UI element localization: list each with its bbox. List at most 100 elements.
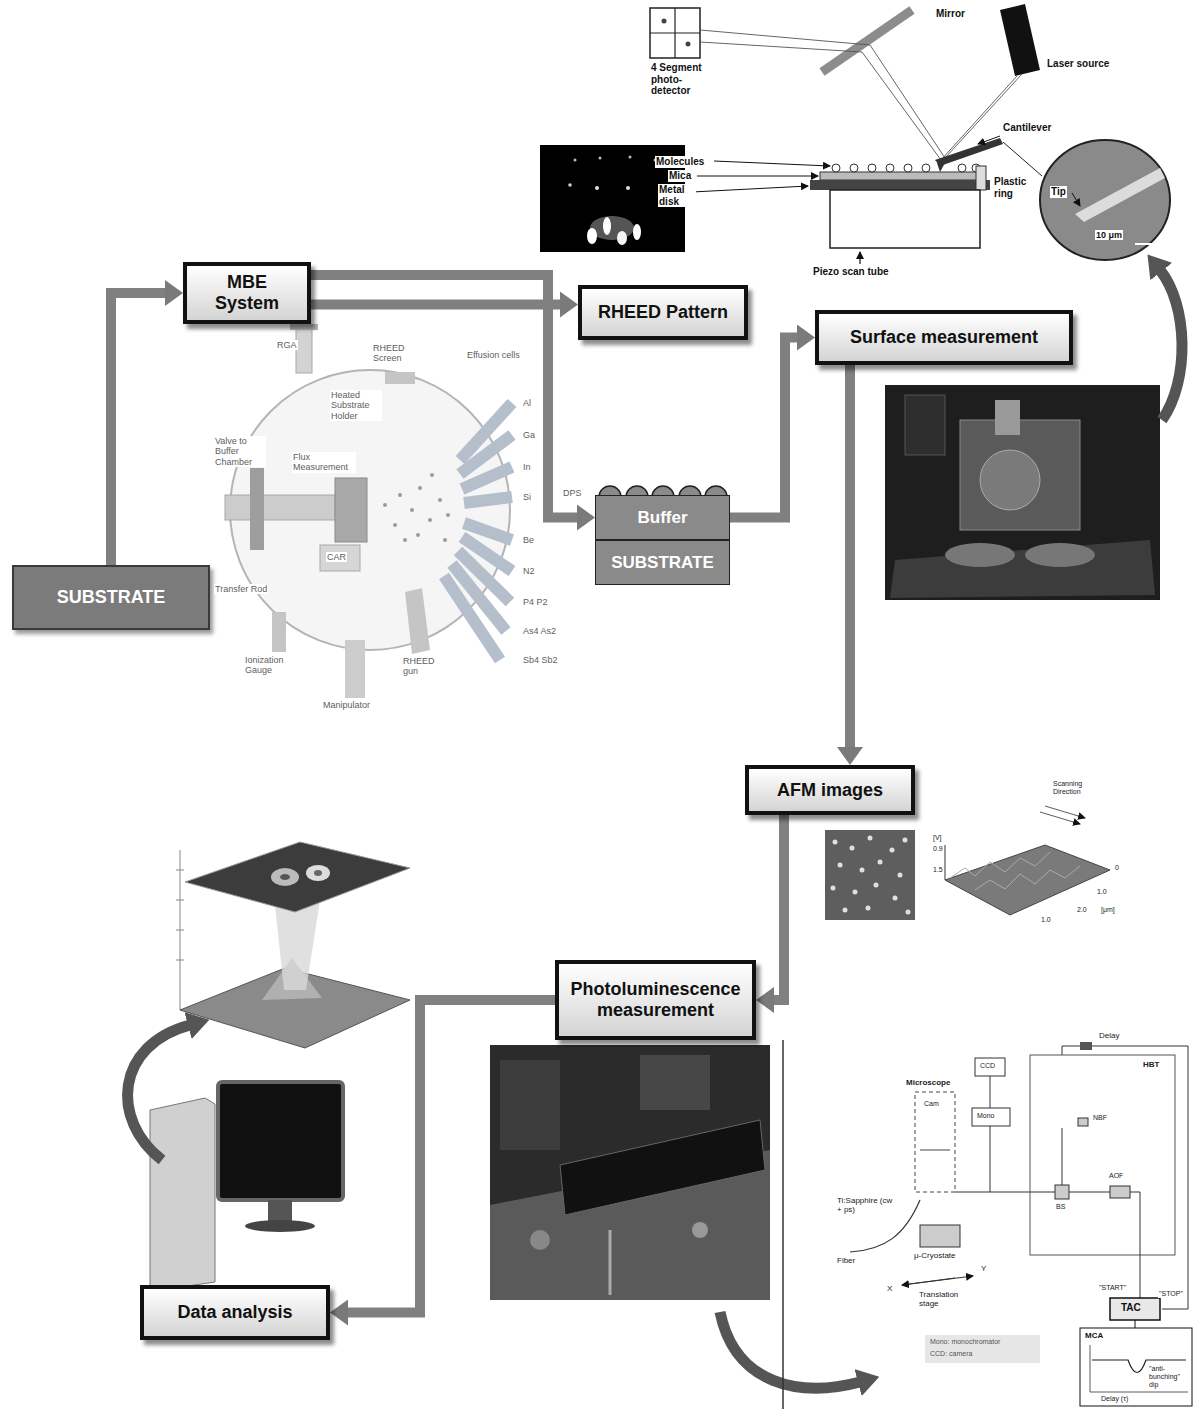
annotation-label: Microscope [905,1078,951,1087]
mbe-chamber [403,538,407,542]
afm-schematic [686,42,691,47]
hbt-setup-schematic [972,1108,1010,1126]
pl-photo [490,1045,770,1300]
node-title: Buffer [637,508,687,528]
annotation-label: TAC [1120,1302,1142,1314]
afm-image-2d [838,863,843,868]
annotation-label: P4 P2 [522,597,549,607]
afm-schematic [822,10,912,72]
afm-surface-plot [945,806,1110,915]
afm-image-2d [825,830,915,920]
annotation-label: Flux Measurement [292,452,356,473]
annotation-label: 0 [1114,864,1120,872]
hbt-setup-schematic [955,1192,1055,1193]
mbe-chamber [250,468,264,550]
afm-photo [885,385,1160,600]
hbt-setup-schematic [920,1225,960,1247]
annotation-label: [μm] [1100,906,1116,914]
computer [245,1220,315,1232]
mbe-chamber [444,576,500,660]
mbe-chamber [290,324,318,330]
hbt-setup-schematic [1110,1298,1160,1320]
section-title-box: Photoluminescence measurement [555,960,756,1040]
afm-surface-plot [945,845,1110,915]
analysis-3d-plot [275,900,320,990]
hbt-setup-schematic [1080,1042,1092,1050]
analysis-3d-plot [176,870,184,871]
mbe-chamber [462,467,512,489]
afm-schematic [830,190,980,248]
annotation-label: Ti:Sapphire (cw + ps) [836,1196,896,1214]
annotation-label: X [886,1284,893,1293]
mbe-chamber [320,545,360,571]
analysis-3d-plot [176,842,410,1048]
node-title: Surface measurement [850,327,1038,348]
afm-photo [945,543,1015,567]
afm-image-2d [898,873,903,878]
afm-image-2d [850,846,855,851]
annotation-label: Tip [1050,186,1067,198]
substrate-layer: SUBSTRATE [595,540,730,585]
node-title: Photoluminescence measurement [567,979,744,1020]
mbe-chamber [393,523,397,527]
annotation-label: Manipulator [322,700,371,710]
afm-schematic [868,164,876,172]
afm-image-2d [868,836,873,841]
hbt-setup-schematic [1135,1320,1136,1328]
mbe-chamber [405,588,430,654]
hbt-setup-schematic [902,1276,973,1285]
rheed-image [617,231,627,245]
annotation-label: Al [522,398,532,408]
annotation-label: DPS [562,488,583,498]
annotation-label: Plastic ring [993,176,1037,199]
flow-arrow [348,1000,555,1313]
afm-schematic [1000,4,1040,76]
annotation-label: 1.0 [1040,916,1052,924]
afm-schematic [859,252,860,264]
hbt-setup-schematic [990,1076,991,1108]
mbe-chamber [438,498,442,502]
annotation-label: Mono: monochromator [929,1338,1001,1346]
annotation-label: Translation stage [918,1290,970,1308]
flow-arrow [845,365,855,747]
mbe-chamber [272,612,286,652]
annotation-label: Heated Substrate Holder [330,390,382,421]
afm-schematic [1135,243,1155,245]
hbt-setup-schematic [1110,1186,1130,1198]
afm-surface-plot [945,845,946,880]
mbe-chamber [296,328,312,373]
hbt-setup-schematic [1030,1055,1175,1255]
node-title: Data analysis [177,1302,292,1323]
annotation-label: Be [522,535,535,545]
afm-photo [890,540,1155,598]
substrate-block: SUBSTRATE [12,565,210,630]
mbe-chamber [345,640,365,698]
mbe-chamber [443,538,447,542]
rheed-image [568,183,572,187]
hbt-setup-schematic [902,1278,955,1285]
rheed-image [629,156,632,159]
computer [218,1082,343,1200]
section-title-box: AFM images [745,765,915,815]
afm-schematic [1003,142,1042,176]
annotation-label: NBF [1092,1114,1108,1122]
annotation-label: 4 Segment photo-detector [650,62,714,97]
afm-schematic [886,164,894,172]
section-title-box: Surface measurement [815,310,1073,365]
annotation-label: "anti-bunching" dip [1148,1365,1190,1389]
pl-photo [692,1222,708,1238]
afm-schematic [662,19,667,24]
analysis-3d-plot [185,842,410,912]
hbt-setup-schematic [1078,1118,1088,1126]
annotation-label: RHEED Screen [372,343,414,364]
afm-image-2d [860,868,865,873]
annotation-label: 1.0 [1096,888,1108,896]
annotation-label: 1.5 [932,866,944,874]
afm-schematic [976,166,986,190]
afm-schematic [692,186,808,192]
hbt-setup-schematic [925,1335,1040,1363]
curved-arrow [1160,270,1182,420]
annotation-label: Transfer Rod [214,584,268,594]
